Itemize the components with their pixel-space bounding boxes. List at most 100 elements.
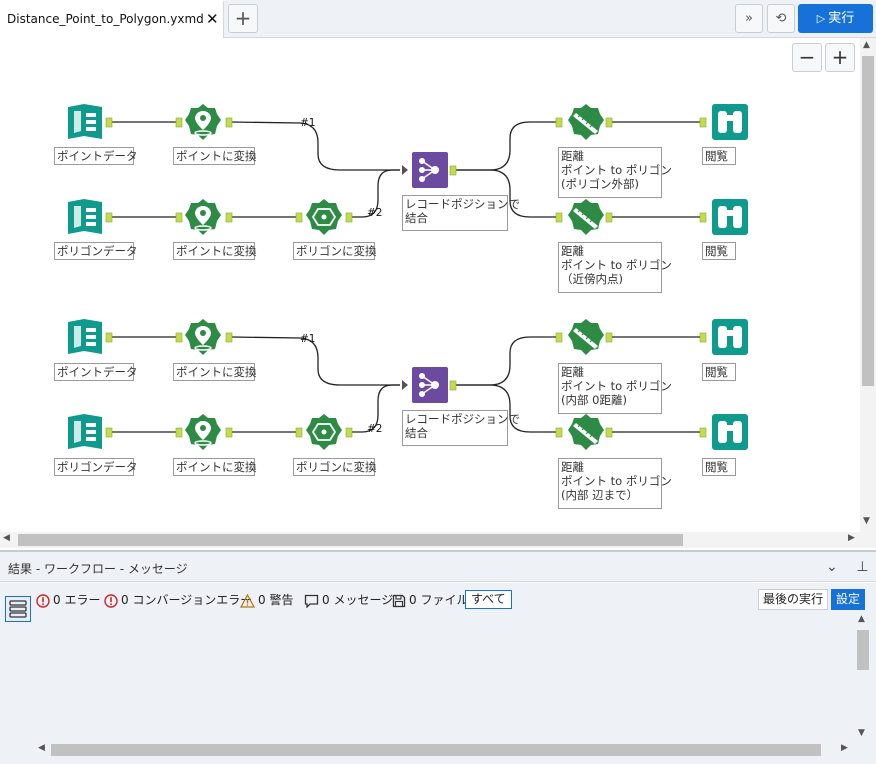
- scroll-left-icon[interactable]: ◀: [38, 743, 45, 753]
- tool-label: ポイントに変換: [173, 147, 257, 165]
- scroll-up-icon[interactable]: ▲: [858, 614, 865, 624]
- tab-bar: Distance_Point_to_Polygon.yxmd ✕ + » ⟲ ▷…: [0, 0, 876, 38]
- collapse-icon[interactable]: ⌄: [826, 559, 838, 575]
- tool-label: ポイントデータ: [54, 147, 138, 165]
- distance-icon[interactable]: [567, 413, 605, 451]
- connection-tag: #2: [367, 207, 383, 219]
- distance-icon[interactable]: [567, 198, 605, 236]
- join-multiple-icon[interactable]: [411, 366, 449, 404]
- tool-label: ポイントに変換: [173, 363, 257, 381]
- add-tab-button[interactable]: +: [228, 4, 258, 33]
- canvas-vertical-scrollbar[interactable]: ▲ ▼: [860, 38, 876, 548]
- results-panel: [0, 583, 876, 764]
- input-data-icon[interactable]: [66, 103, 104, 141]
- tool-label: ポイントに変換: [173, 458, 257, 476]
- create-points-icon[interactable]: [184, 103, 222, 141]
- tool-label: 閲覧: [702, 147, 736, 165]
- tab-title: Distance_Point_to_Polygon.yxmd: [7, 12, 204, 26]
- connection-tag: #1: [300, 117, 316, 129]
- tool-label: ポイントデータ: [54, 363, 138, 381]
- tool-label: 閲覧: [702, 242, 736, 260]
- input-data-icon[interactable]: [66, 198, 104, 236]
- warning-icon: [240, 593, 255, 608]
- last-run-button[interactable]: 最後の実行: [758, 589, 829, 610]
- create-points-icon[interactable]: [184, 198, 222, 236]
- results-title: 結果 - ワークフロー - メッセージ: [8, 562, 188, 576]
- conversion-errors-count: 0 コンバージョンエラー: [121, 593, 253, 607]
- filter-warnings[interactable]: 0 警告: [240, 591, 293, 609]
- message-icon: [304, 594, 319, 608]
- create-points-icon[interactable]: [184, 318, 222, 356]
- browse-icon[interactable]: [711, 198, 749, 236]
- warnings-count: 0 警告: [258, 593, 294, 607]
- play-icon: ▷: [816, 12, 826, 25]
- join-multiple-icon[interactable]: [411, 151, 449, 189]
- tool-label: ポリゴンデータ: [54, 458, 138, 476]
- results-panel-header: 結果 - ワークフロー - メッセージ ⌄ ⊥: [0, 550, 876, 582]
- tool-label: レコードポジションで 結合: [402, 410, 520, 446]
- error-icon: [36, 593, 50, 608]
- close-icon[interactable]: ✕: [206, 10, 219, 28]
- tool-label: 距離 ポイント to ポリゴン (ポリゴン外部): [558, 147, 672, 198]
- scroll-down-icon[interactable]: ▼: [863, 516, 870, 526]
- scroll-right-icon[interactable]: ▶: [848, 533, 855, 543]
- filter-messages[interactable]: 0 メッセージ: [304, 591, 393, 609]
- tool-label: ポリゴンに変換: [293, 242, 377, 260]
- layers-button[interactable]: [5, 596, 31, 622]
- run-button[interactable]: ▷実行: [798, 4, 873, 33]
- tab-workflow[interactable]: Distance_Point_to_Polygon.yxmd ✕: [0, 0, 224, 38]
- poly-build-icon[interactable]: [305, 198, 343, 236]
- filter-conversion-errors[interactable]: 0 コンバージョンエラー: [104, 591, 252, 609]
- files-count: 0 ファイル: [409, 593, 469, 607]
- tool-label: 閲覧: [702, 458, 736, 476]
- browse-icon[interactable]: [711, 413, 749, 451]
- scroll-down-icon[interactable]: ▼: [858, 728, 865, 738]
- distance-icon[interactable]: [567, 103, 605, 141]
- results-horizontal-scrollbar[interactable]: ◀ ▶: [35, 742, 855, 758]
- results-vertical-scrollbar[interactable]: ▲ ▼: [855, 612, 871, 742]
- file-save-icon: [392, 594, 406, 607]
- scroll-right-icon[interactable]: ▶: [841, 743, 848, 753]
- browse-icon[interactable]: [711, 103, 749, 141]
- poly-build-icon[interactable]: [305, 413, 343, 451]
- connection-lines: [105, 117, 707, 438]
- filter-files[interactable]: 0 ファイル: [392, 591, 468, 609]
- connection-tag: #2: [367, 423, 383, 435]
- tool-label: ポリゴンデータ: [54, 242, 138, 260]
- browse-icon[interactable]: [711, 318, 749, 356]
- scroll-left-icon[interactable]: ◀: [3, 533, 10, 543]
- results-header-icons: ⌄ ⊥: [826, 559, 868, 575]
- tool-label: 距離 ポイント to ポリゴン (内部 0距離): [558, 363, 672, 414]
- scroll-thumb[interactable]: [857, 630, 869, 670]
- tool-label: 閲覧: [702, 363, 736, 381]
- scroll-thumb[interactable]: [51, 744, 821, 756]
- tool-label: 距離 ポイント to ポリゴン （近傍内点): [558, 242, 672, 293]
- layers-icon: [9, 600, 27, 618]
- pin-icon[interactable]: ⊥: [856, 559, 869, 575]
- settings-button[interactable]: 設定: [831, 589, 866, 610]
- scroll-thumb[interactable]: [862, 56, 874, 386]
- distance-icon[interactable]: [567, 318, 605, 356]
- tool-label: ポリゴンに変換: [293, 458, 377, 476]
- expand-icon[interactable]: »: [735, 4, 763, 33]
- zoom-in-button[interactable]: +: [825, 43, 855, 72]
- filter-all-button[interactable]: すべて: [465, 590, 512, 609]
- tool-label: レコードポジションで 結合: [402, 195, 520, 231]
- scroll-thumb[interactable]: [18, 534, 683, 546]
- connection-tag: #1: [300, 333, 316, 345]
- filter-errors[interactable]: 0 エラー: [36, 591, 100, 609]
- input-data-icon[interactable]: [66, 318, 104, 356]
- messages-count: 0 メッセージ: [322, 593, 394, 607]
- errors-count: 0 エラー: [53, 593, 101, 607]
- input-data-icon[interactable]: [66, 413, 104, 451]
- create-points-icon[interactable]: [184, 413, 222, 451]
- conversion-error-icon: [104, 593, 118, 608]
- tool-label: ポイントに変換: [173, 242, 257, 260]
- canvas-horizontal-scrollbar[interactable]: ◀ ▶: [0, 532, 860, 548]
- history-icon[interactable]: ⟲: [767, 4, 795, 33]
- zoom-out-button[interactable]: −: [792, 43, 822, 72]
- workflow-canvas[interactable]: ポイントデータ ポイントに変換 ポリゴンデータ ポイントに変換 ポリゴンに変換 …: [0, 38, 860, 532]
- run-label: 実行: [828, 11, 855, 26]
- scroll-up-icon[interactable]: ▲: [863, 40, 870, 50]
